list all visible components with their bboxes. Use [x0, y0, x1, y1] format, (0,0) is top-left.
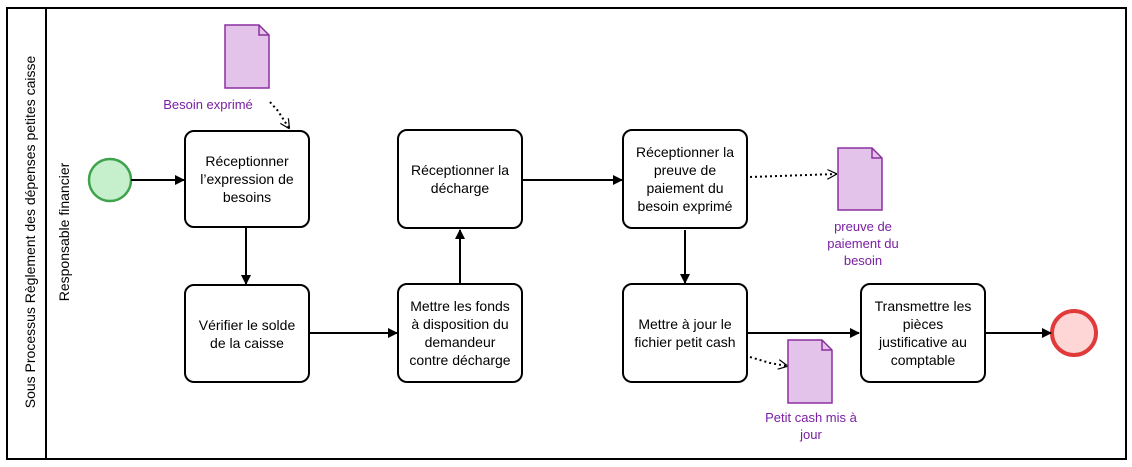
task-receptionner-decharge[interactable]: Réceptionner la décharge — [397, 129, 523, 229]
task-mettre-a-jour[interactable]: Mettre à jour le fichier petit cash — [622, 283, 748, 383]
task-verifier-solde[interactable]: Vérifier le solde de la caisse — [184, 284, 310, 383]
document-petit-cash-icon — [787, 339, 833, 404]
document-petit-cash-label: Petit cash mis à jour — [765, 410, 857, 442]
task-receptionner-expression[interactable]: Réceptionner l’expression de besoins — [184, 130, 310, 228]
association-preuve — [749, 174, 836, 177]
lane-title: Responsable financier — [56, 162, 72, 302]
association-besoin — [269, 101, 289, 128]
document-besoin-label: Besoin exprimé — [163, 97, 253, 112]
task-mettre-fonds[interactable]: Mettre les fonds à disposition du demand… — [397, 283, 523, 383]
pool-title: Sous Processus Règlement des dépenses pe… — [22, 55, 38, 409]
document-preuve-label: preuve de paiement du besoin — [827, 219, 899, 268]
document-besoin-icon — [224, 24, 270, 89]
document-preuve-icon — [837, 147, 883, 211]
task-receptionner-preuve[interactable]: Réceptionner la preuve de paiement du be… — [622, 129, 748, 229]
task-transmettre[interactable]: Transmettre les pièces justificative au … — [860, 283, 986, 383]
pool-frame — [6, 7, 1127, 460]
association-petit-cash — [749, 356, 787, 366]
start-event — [87, 157, 133, 203]
end-event — [1050, 309, 1098, 357]
